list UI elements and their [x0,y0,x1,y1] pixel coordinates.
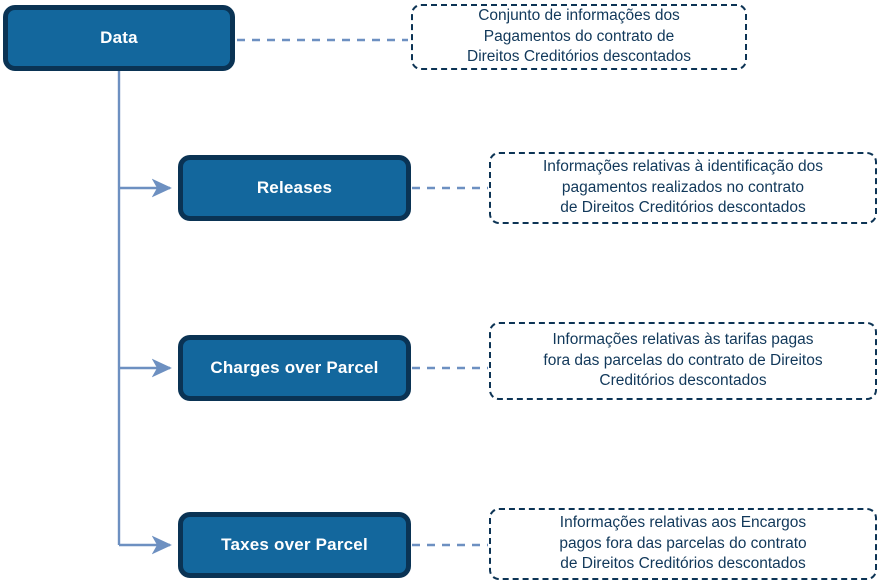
note-data-line-2: Pagamentos do contrato de [483,27,675,45]
node-data-label: Data [100,27,138,47]
note-charges-line-2: fora das parcelas do contrato de Direito… [543,351,823,369]
note-releases-text: Informações relativas à identificação do… [543,157,823,218]
node-releases-label: Releases [256,177,333,197]
note-charges-line-3: Creditórios descontados [599,372,767,390]
note-data-text: Conjunto de informações dos Pagamentos d… [467,6,691,67]
note-releases: Informações relativas à identificação do… [489,152,877,224]
note-releases-line-3: de Direitos Creditórios descontados [560,199,806,217]
node-charges-over-parcel-label: Charges over Parcel [210,357,379,377]
node-data[interactable]: Data [3,5,235,71]
note-taxes: Informações relativas aos Encargos pagos… [489,508,877,580]
note-data-line-3: Direitos Creditórios descontados [467,48,691,66]
note-taxes-line-1: Informações relativas aos Encargos [559,514,807,532]
note-releases-line-2: pagamentos realizados no contrato [561,178,805,196]
node-taxes-over-parcel-label: Taxes over Parcel [221,534,368,554]
node-releases[interactable]: Releases [178,155,411,221]
node-charges-over-parcel[interactable]: Charges over Parcel [178,335,411,401]
note-releases-line-1: Informações relativas à identificação do… [542,158,823,176]
note-taxes-line-2: pagos fora das parcelas do contrato [559,534,807,552]
note-taxes-text: Informações relativas aos Encargos pagos… [559,513,806,574]
note-charges-line-1: Informações relativas às tarifas pagas [552,331,814,349]
node-taxes-over-parcel[interactable]: Taxes over Parcel [178,512,411,578]
note-taxes-line-3: de Direitos Creditórios descontados [560,555,806,573]
note-charges: Informações relativas às tarifas pagas f… [489,322,877,400]
note-charges-text: Informações relativas às tarifas pagas f… [543,330,822,391]
note-data: Conjunto de informações dos Pagamentos d… [411,4,747,70]
note-data-line-1: Conjunto de informações dos [478,7,680,25]
